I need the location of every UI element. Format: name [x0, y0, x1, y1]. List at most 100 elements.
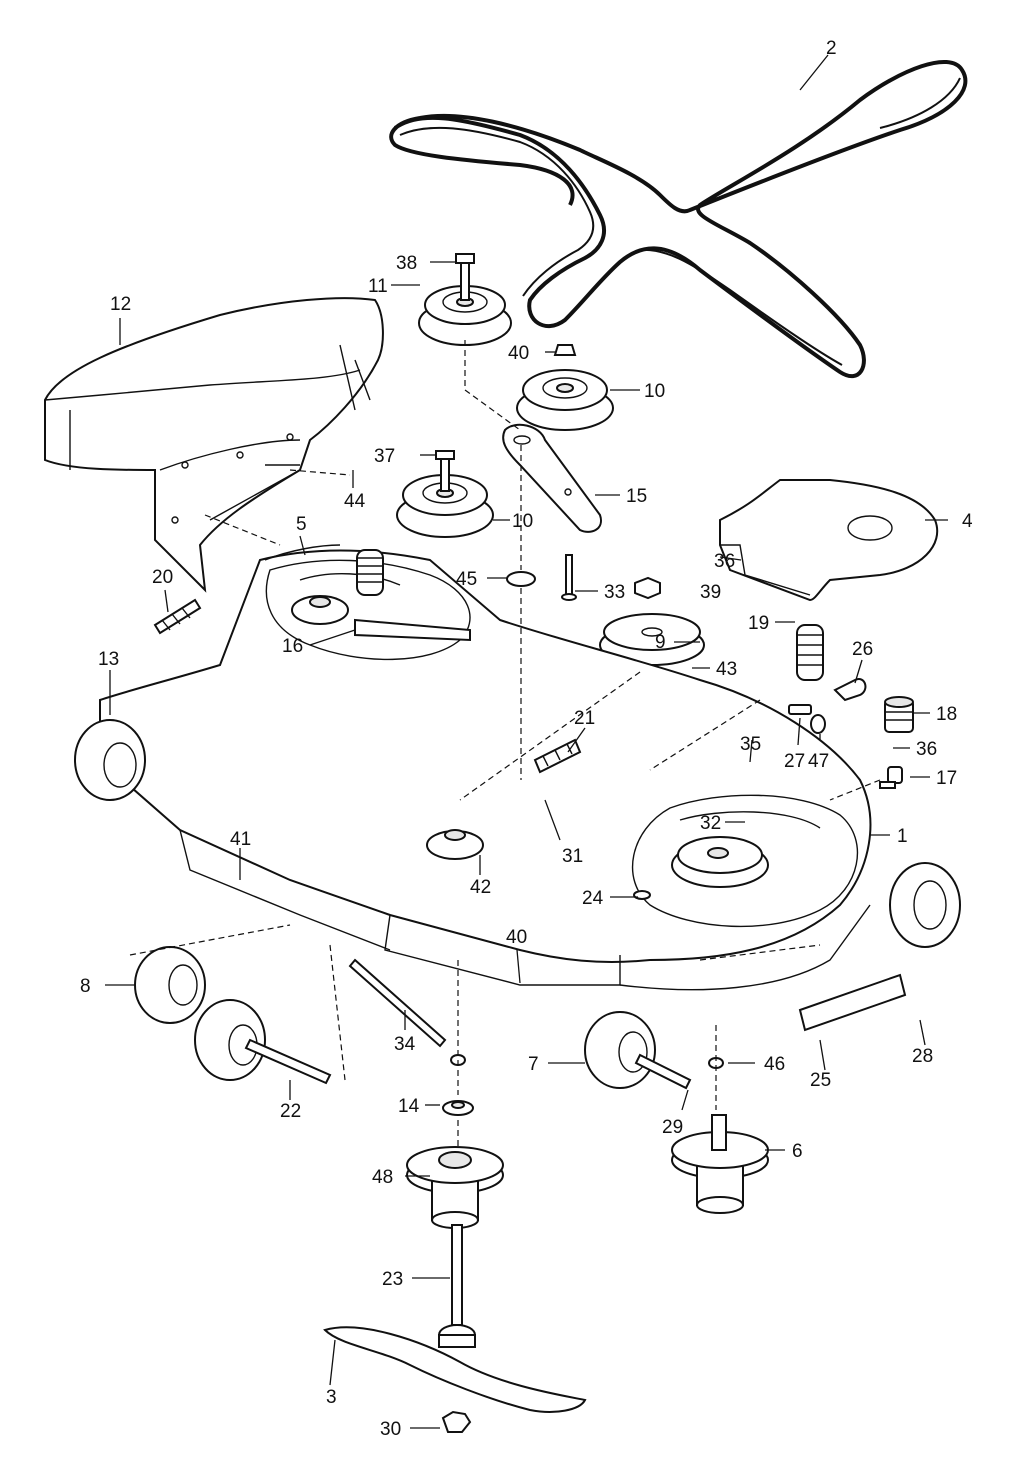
- callout-33: 33: [604, 582, 625, 603]
- center-spindle-pulley: [426, 829, 484, 860]
- nut-39: [634, 576, 661, 600]
- callout-19: 19: [748, 613, 769, 634]
- washer: [506, 571, 536, 587]
- callout-41: 41: [230, 829, 251, 850]
- idler-pulley-right: [516, 344, 614, 431]
- bearing-14: [442, 1100, 474, 1116]
- callout-48: 48: [372, 1167, 393, 1188]
- left-spindle-pulley: [291, 595, 349, 625]
- wheel-8b: [194, 999, 332, 1085]
- callout-36b: 36: [916, 739, 937, 760]
- callout-30: 30: [380, 1419, 401, 1440]
- callout-14: 14: [398, 1096, 420, 1117]
- belt: [389, 60, 968, 379]
- clip-26: [833, 678, 867, 702]
- callout-40a: 40: [508, 343, 529, 364]
- spindle-shaft-23: [438, 1224, 476, 1348]
- callout-37: 37: [374, 446, 395, 467]
- callout-7: 7: [528, 1054, 539, 1075]
- callout-8: 8: [80, 976, 91, 997]
- callout-24: 24: [582, 888, 604, 909]
- callout-9: 9: [655, 632, 666, 653]
- callout-1: 1: [897, 826, 908, 847]
- idler-pulley-top: [418, 253, 512, 346]
- callout-10a: 10: [644, 381, 665, 402]
- bolt-27: [788, 704, 812, 715]
- assembly-line: [459, 671, 641, 801]
- callout-25: 25: [810, 1070, 831, 1091]
- axle-pin-34: [348, 958, 447, 1048]
- callout-38: 38: [396, 253, 417, 274]
- callout-22: 22: [280, 1101, 301, 1122]
- callout-16: 16: [282, 636, 303, 657]
- assembly-line: [204, 514, 281, 546]
- spring-21: [533, 738, 582, 774]
- bumper-25: [798, 973, 907, 1032]
- spring-19: [796, 624, 824, 681]
- callout-21: 21: [574, 708, 595, 729]
- right-spindle-pulley: [671, 836, 769, 888]
- spring-20: [153, 598, 202, 635]
- spring-5-area: [356, 549, 384, 596]
- assembly-line: [699, 944, 821, 961]
- callout-44: 44: [344, 491, 366, 512]
- callout-39: 39: [700, 582, 721, 603]
- callout-28: 28: [912, 1046, 933, 1067]
- assembly-line: [329, 944, 346, 1081]
- blade-nut-30: [441, 1410, 472, 1433]
- wheel-8a: [134, 946, 206, 1024]
- blade-3: [323, 1326, 587, 1413]
- callout-12: 12: [110, 294, 131, 315]
- callout-3: 3: [326, 1387, 337, 1408]
- callout-4: 4: [962, 511, 973, 532]
- callout-40b: 40: [506, 927, 527, 948]
- callout-6: 6: [792, 1141, 803, 1162]
- callout-27: 27: [784, 751, 805, 772]
- wheel-rear-left: [74, 719, 146, 801]
- callout-18: 18: [936, 704, 957, 725]
- callout-29: 29: [662, 1117, 683, 1138]
- callout-42: 42: [470, 877, 491, 898]
- callout-46: 46: [764, 1054, 785, 1075]
- callout-23: 23: [382, 1269, 403, 1290]
- belt-cover: [719, 479, 939, 602]
- wheel-7: [584, 1011, 692, 1090]
- callout-26: 26: [852, 639, 873, 660]
- assembly-line: [649, 699, 761, 771]
- washer-47: [810, 714, 826, 734]
- deflector-shield: [44, 297, 384, 593]
- plug-24: [633, 890, 651, 900]
- fitting-17: [879, 766, 903, 789]
- callout-15: 15: [626, 486, 647, 507]
- idler-pulley-left: [396, 450, 494, 538]
- wheel-rear-right: [889, 862, 961, 948]
- callout-34: 34: [394, 1034, 416, 1055]
- assembly-line: [289, 469, 351, 476]
- assembly-line: [464, 340, 521, 431]
- callout-43: 43: [716, 659, 737, 680]
- callout-45: 45: [456, 569, 477, 590]
- deck-pulley: [599, 613, 705, 666]
- bolt-33: [561, 554, 577, 601]
- callout-13: 13: [98, 649, 119, 670]
- callout-31: 31: [562, 846, 583, 867]
- callout-5: 5: [296, 514, 307, 535]
- callout-17: 17: [936, 768, 957, 789]
- idler-arm: [502, 423, 602, 533]
- leader-lines: [105, 54, 948, 1429]
- spindle-assembly-48: [406, 1146, 504, 1229]
- callout-47: 47: [808, 751, 829, 772]
- belt-shroud: [264, 544, 341, 561]
- callout-36a: 36: [714, 551, 735, 572]
- callout-11: 11: [368, 276, 388, 297]
- callout-35: 35: [740, 734, 761, 755]
- callout-labels: 1 2 3 4 5 6 7 8 9 10 10 11 12 13 14 15 1…: [80, 38, 973, 1440]
- callout-2: 2: [826, 38, 837, 59]
- callout-10b: 10: [512, 511, 533, 532]
- assembly-line: [129, 924, 291, 956]
- grease-cap-18: [884, 696, 914, 733]
- callout-20: 20: [152, 567, 173, 588]
- callout-32: 32: [700, 813, 721, 834]
